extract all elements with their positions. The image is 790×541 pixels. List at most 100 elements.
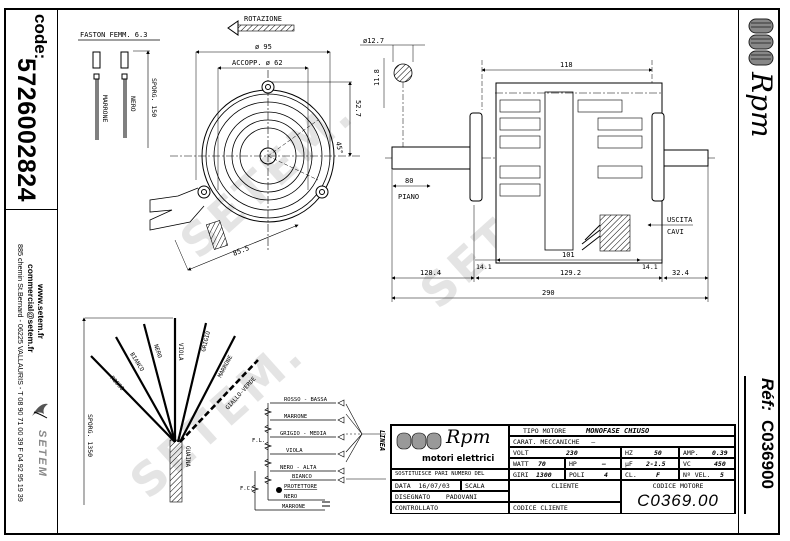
motor-front-view [149, 70, 360, 250]
ref-underline [744, 376, 746, 514]
cliente-label: CLIENTE [509, 480, 621, 502]
sostituisce-cell: SOSTITUISCE PARI NUMERO DEL [391, 469, 509, 480]
wiring-diagram [251, 399, 386, 511]
carat-cell: CARAT. MECCANICHE — [509, 436, 735, 447]
cable-wire-2: NERO [152, 344, 162, 360]
title-logo-text: Rpm [446, 426, 491, 448]
rotation-arrow-icon [227, 20, 295, 36]
wiring-line-0: ROSSO - BASSA [284, 397, 328, 403]
dim-flat-11-8: 11.8 [373, 69, 381, 86]
dim-14-1-right: 14.1 [642, 263, 658, 271]
volt-label: VOLT [513, 449, 529, 457]
rpm-coil-logo-icon [748, 18, 774, 68]
wiring-line-8: MARRONE [282, 504, 305, 510]
tipo-motore-cell: TIPO MOTORE MONOFASE CHIUSO [509, 425, 735, 436]
hp-label: HP [569, 460, 577, 468]
left-info-column [4, 8, 58, 535]
codice-motore-cell: CODICE MOTORE C0369.00 [621, 480, 735, 514]
wiring-line-2: GRIGIO - MEDIA [280, 431, 327, 437]
carat-label: CARAT. MECCANICHE [513, 438, 580, 446]
piano-label: PIANO [398, 193, 419, 201]
wiring-line-4: NERO - ALTA [280, 465, 317, 471]
cable-wire-4: GRIGIO [201, 330, 212, 352]
wiring-line-1: MARRONE [284, 414, 307, 420]
drawing-frame [4, 8, 780, 535]
data-value: 16/07/03 [418, 482, 450, 490]
title-block: Rpm motori elettrici SOSTITUISCE PARI NU… [390, 424, 736, 514]
rotation-label: ROTAZIONE [244, 15, 282, 23]
tipo-motore-value: MONOFASE CHIUSO [586, 427, 650, 435]
disegnato-value: PADOVANI [445, 493, 478, 501]
sporg-1350-label: SPORG. 1350 [86, 414, 94, 457]
cable-wire-6: GIALLO-VERDE [225, 376, 258, 412]
scala-label: SCALA [461, 480, 509, 491]
motor-side-view [385, 82, 715, 264]
wiring-line-6: PROTETTORE [284, 484, 317, 490]
code-box [4, 8, 58, 210]
dim-118: 118 [560, 61, 573, 69]
disegnato-cell: DISEGNATO PADOVANI [391, 491, 509, 502]
disegnato-label: DISEGNATO [395, 493, 431, 501]
dim-52-7: 52.7 [354, 100, 362, 117]
amp-cell: AMP. 0.39 [679, 447, 735, 458]
hp-cell: HP— [565, 458, 621, 469]
vc-label: VC [683, 460, 691, 468]
faston-label: FASTON FEMM. 6.3 [80, 31, 147, 39]
cl-label: CL. [625, 471, 637, 479]
amp-value: 0.39 [712, 449, 728, 457]
shaft-section [393, 63, 413, 83]
cl-cell: CL. F [621, 469, 679, 480]
giri-value: 1300 [536, 471, 552, 479]
title-logo-cell: Rpm motori elettrici [391, 425, 509, 469]
nvel-cell: Nº VEL.5 [679, 469, 735, 480]
title-logo-subtitle: motori elettrici [422, 454, 495, 464]
right-info-column [738, 8, 780, 535]
vc-cell: VC 450 [679, 458, 735, 469]
linea-label: LINEA [378, 430, 386, 451]
rpm-coil-small-icon [396, 432, 442, 450]
nvel-value: 5 [720, 471, 724, 479]
codice-motore-label: CODICE MOTORE [652, 482, 704, 490]
dim-accopp-62: ACCOPP. ø 62 [232, 59, 283, 67]
vc-value: 450 [714, 460, 726, 468]
wire-label-marrone: MARRONE [101, 95, 109, 122]
cable-fan [82, 317, 259, 505]
dim-290: 290 [542, 289, 555, 297]
giri-label: GIRI [513, 471, 529, 479]
uf-label: µF [625, 460, 633, 468]
wiring-line-3: VIOLA [286, 448, 303, 454]
giri-cell: GIRI 1300 [509, 469, 565, 480]
faston-connectors: FASTON FEMM. 6.3 [78, 31, 160, 148]
wiring-line-5: BIANCO [292, 474, 312, 480]
volt-value: 230 [566, 449, 578, 457]
cable-wire-3: VIOLA [177, 343, 183, 361]
fc-label: F.C. [240, 486, 253, 492]
hz-cell: HZ 50 [621, 447, 679, 458]
cl-value: F [656, 471, 660, 479]
cable-wire-0: ROSSO [109, 375, 125, 392]
watt-label: WATT [513, 460, 529, 468]
dim-80: 80 [405, 177, 413, 185]
wire-label-nero: NERO [129, 96, 137, 112]
dim-14-1-left: 14.1 [476, 263, 492, 271]
watt-value: 70 [538, 460, 546, 468]
tipo-motore-label: TIPO MOTORE [523, 427, 567, 435]
dim-128-4: 128.4 [420, 269, 441, 277]
cavi-label: CAVI [667, 228, 684, 236]
fl-label: F.L. [252, 438, 265, 444]
hz-value: 50 [654, 449, 662, 457]
dim-101: 101 [562, 251, 575, 259]
data-cell: DATA 16/07/03 [391, 480, 461, 491]
dim-85-5: 85.5 [232, 244, 251, 258]
dim-diameter-95: ø 95 [255, 43, 272, 51]
codice-motore-value: C0369.00 [637, 491, 719, 510]
guaina-label: GUAINA [184, 446, 190, 467]
poli-label: POLI [569, 471, 585, 479]
dim-129-2: 129.2 [560, 269, 581, 277]
amp-label: AMP. [683, 449, 699, 457]
controllato-label: CONTROLLATO [391, 502, 509, 514]
hz-label: HZ [625, 449, 633, 457]
wiring-line-7: NERO [284, 494, 297, 500]
